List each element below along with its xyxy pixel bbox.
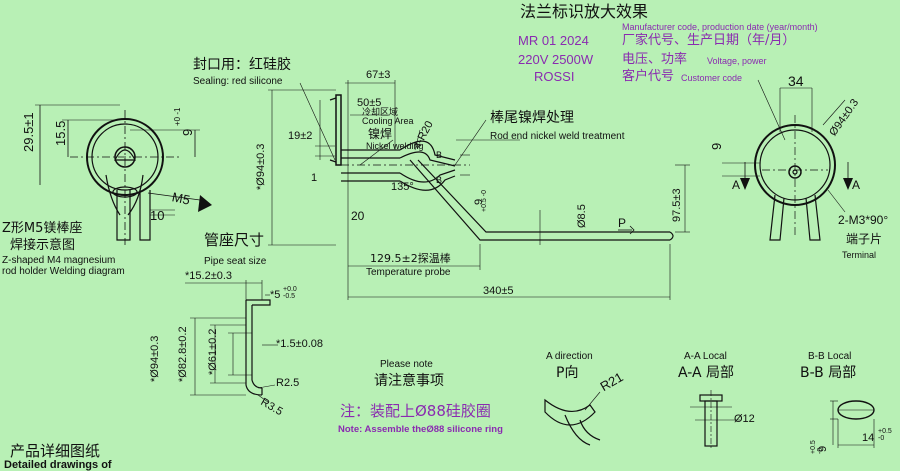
- nickel-weld-en: Nickel welding: [366, 141, 424, 151]
- flange-line1: MR 01 2024: [518, 33, 589, 48]
- please-note-en: Please note: [380, 359, 433, 370]
- section-b-top: B: [436, 150, 443, 160]
- right-view-drawing: [722, 79, 849, 241]
- dim-50: 50±5: [357, 97, 382, 109]
- right-dim-9: 9: [709, 142, 724, 150]
- seat-radius-2-5: R2.5: [276, 377, 300, 389]
- seat-dim-5-tol: +0.0 -0.5: [283, 286, 297, 300]
- front-label-en: Z-shaped M4 magnesium: [2, 255, 116, 266]
- section-a-left: A: [732, 178, 741, 192]
- aa-local-title-cn: A-A 局部: [678, 365, 735, 381]
- flange-line1-cn: 厂家代号、生产日期（年/月）: [622, 33, 796, 48]
- pipe-seat-title-en: Pipe seat size: [204, 256, 267, 267]
- bb-local-d9-tol: +0.5 -0: [810, 440, 824, 454]
- nickel-weld-cn: 镍焊: [368, 127, 393, 141]
- bb-local-drawing: [830, 400, 875, 448]
- a-direction-drawing: [544, 391, 601, 446]
- probe-en: Temperature probe: [366, 267, 451, 278]
- dim-1: 1: [311, 172, 318, 184]
- pipe-seat-drawing: [185, 280, 278, 403]
- note-en: Note: Assemble theØ88 silicone ring: [338, 424, 503, 435]
- seat-dim-61: *Ø61±0.2: [207, 328, 219, 375]
- dim-97-5: 97.5±3: [671, 188, 683, 222]
- pipe-seat-title-cn: 管座尺寸: [204, 231, 265, 249]
- front-dim-29-5: 29.5±1: [21, 112, 36, 152]
- dim-9-probe-tol: +0.5 -0: [481, 190, 488, 212]
- dim-side-94: *Ø94±0.3: [255, 143, 267, 190]
- flange-line2: 220V 2500W: [518, 52, 594, 67]
- view-p-marker: P: [618, 216, 627, 230]
- dim-19: 19±2: [288, 130, 313, 142]
- seat-dim-82-8: *Ø82.8±0.2: [177, 326, 189, 382]
- aa-local-drawing: [690, 390, 740, 450]
- flange-line2-cn: 电压、功率: [622, 52, 688, 67]
- end-weld-cn: 棒尾镍焊处理: [490, 110, 574, 126]
- dim-340: 340±5: [483, 285, 514, 297]
- aa-local-title-en: A-A Local: [684, 351, 727, 362]
- footer-title-en: Detailed drawings of: [4, 459, 112, 471]
- front-label-cn: Z形M5镁棒座: [2, 221, 83, 236]
- dim-67: 67±3: [366, 69, 391, 81]
- side-view-drawing: [268, 80, 690, 300]
- front-dim-15-5: 15.5: [53, 120, 68, 146]
- section-b-bottom: B: [436, 175, 443, 185]
- front-dim-9: 9: [180, 128, 195, 136]
- cooling-area-cn: 冷却区域: [362, 108, 399, 118]
- seat-dim-94: *Ø94±0.3: [149, 335, 161, 382]
- please-note-cn: 请注意事项: [374, 373, 444, 389]
- flange-line2-en: Voltage, power: [707, 56, 767, 66]
- section-a-right: A: [852, 178, 861, 192]
- aa-local-d12: Ø12: [734, 413, 755, 425]
- footer-title-cn: 产品详细图纸: [10, 442, 101, 460]
- note-cn: 注：装配上Ø88硅胶圈: [340, 402, 491, 420]
- flange-effect-title: 法兰标识放大效果: [520, 2, 649, 21]
- front-label-en2: rod holder Welding diagram: [2, 266, 125, 277]
- bb-local-title-cn: B-B 局部: [800, 365, 857, 381]
- bb-local-d14: 14: [862, 432, 875, 444]
- dim-8-5: Ø8.5: [576, 204, 588, 228]
- terminal-en: Terminal: [842, 250, 877, 260]
- seal-label-en: Sealing: red silicone: [193, 76, 283, 87]
- terminal-cn: 端子片: [846, 232, 883, 246]
- thread-m3: 2-M3*90°: [838, 213, 889, 227]
- cooling-area-en: Cooling Area: [362, 116, 414, 126]
- seat-dim-5: *5: [270, 289, 281, 301]
- seal-label-cn: 封口用：红硅胶: [193, 57, 291, 73]
- right-dim-34: 34: [788, 73, 804, 89]
- angle-135: 135°: [391, 181, 414, 193]
- front-dim-9-tol: +0 -1: [173, 107, 182, 126]
- flange-line3-en: Customer code: [681, 73, 743, 83]
- a-direction-title-en: A direction: [546, 351, 593, 362]
- flange-line3: ROSSI: [534, 69, 575, 84]
- probe-cn: 129.5±2探温棒: [370, 252, 451, 265]
- front-dim-10: 10: [150, 208, 165, 223]
- flange-line1-en: Manufacturer code, production date (year…: [622, 22, 818, 32]
- front-dim-m5: M5: [170, 189, 192, 208]
- flange-line3-cn: 客户代号: [622, 69, 675, 84]
- a-direction-title-cn: P向: [556, 365, 579, 381]
- bb-local-d14-tol: +0.5 -0: [878, 428, 892, 442]
- seat-dim-1-5: *1.5±0.08: [276, 338, 324, 350]
- dim-20: 20: [351, 209, 365, 223]
- front-view-drawing: [35, 104, 201, 245]
- seat-dim-15-2: *15.2±0.3: [185, 270, 233, 282]
- bb-local-title-en: B-B Local: [808, 351, 852, 362]
- front-label-cn2: 焊接示意图: [10, 238, 76, 253]
- end-weld-en: Rod end nickel weld treatment: [490, 131, 625, 142]
